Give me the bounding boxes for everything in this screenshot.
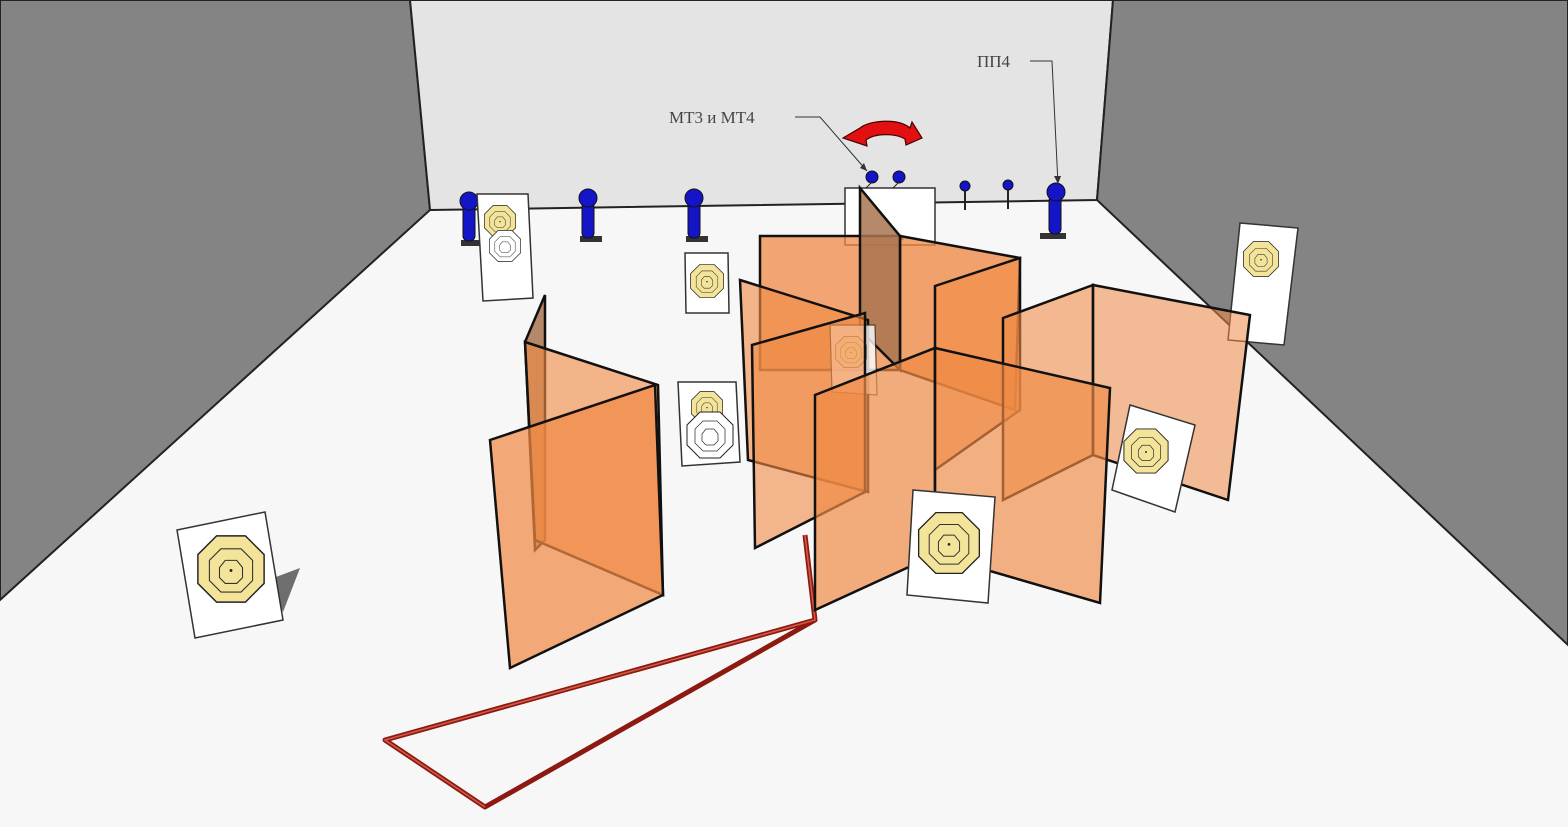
target-front-center (906, 489, 996, 604)
barrier-left (488, 294, 665, 670)
label-mt3-mt4: МТ3 и МТ4 (669, 108, 755, 127)
label-pp4: ПП4 (977, 52, 1011, 71)
callout-mt (795, 116, 868, 172)
target-right (1111, 404, 1196, 513)
popper-left-2 (578, 188, 602, 242)
right-wall (1095, 0, 1568, 647)
popper-left-3 (684, 188, 708, 242)
target-mid-white (677, 381, 741, 467)
target-mid-left (684, 252, 730, 314)
mini-popper-1 (959, 180, 971, 210)
popper-pp4 (1040, 182, 1066, 239)
target-front-left (176, 511, 300, 639)
target-back-left (476, 193, 534, 302)
back-wall (408, 0, 1115, 212)
popper-left-1 (459, 191, 481, 246)
fault-line (382, 534, 818, 810)
mini-popper-2 (1002, 179, 1014, 209)
swing-arrow-icon (841, 120, 923, 147)
callout-pp4 (1030, 60, 1061, 185)
